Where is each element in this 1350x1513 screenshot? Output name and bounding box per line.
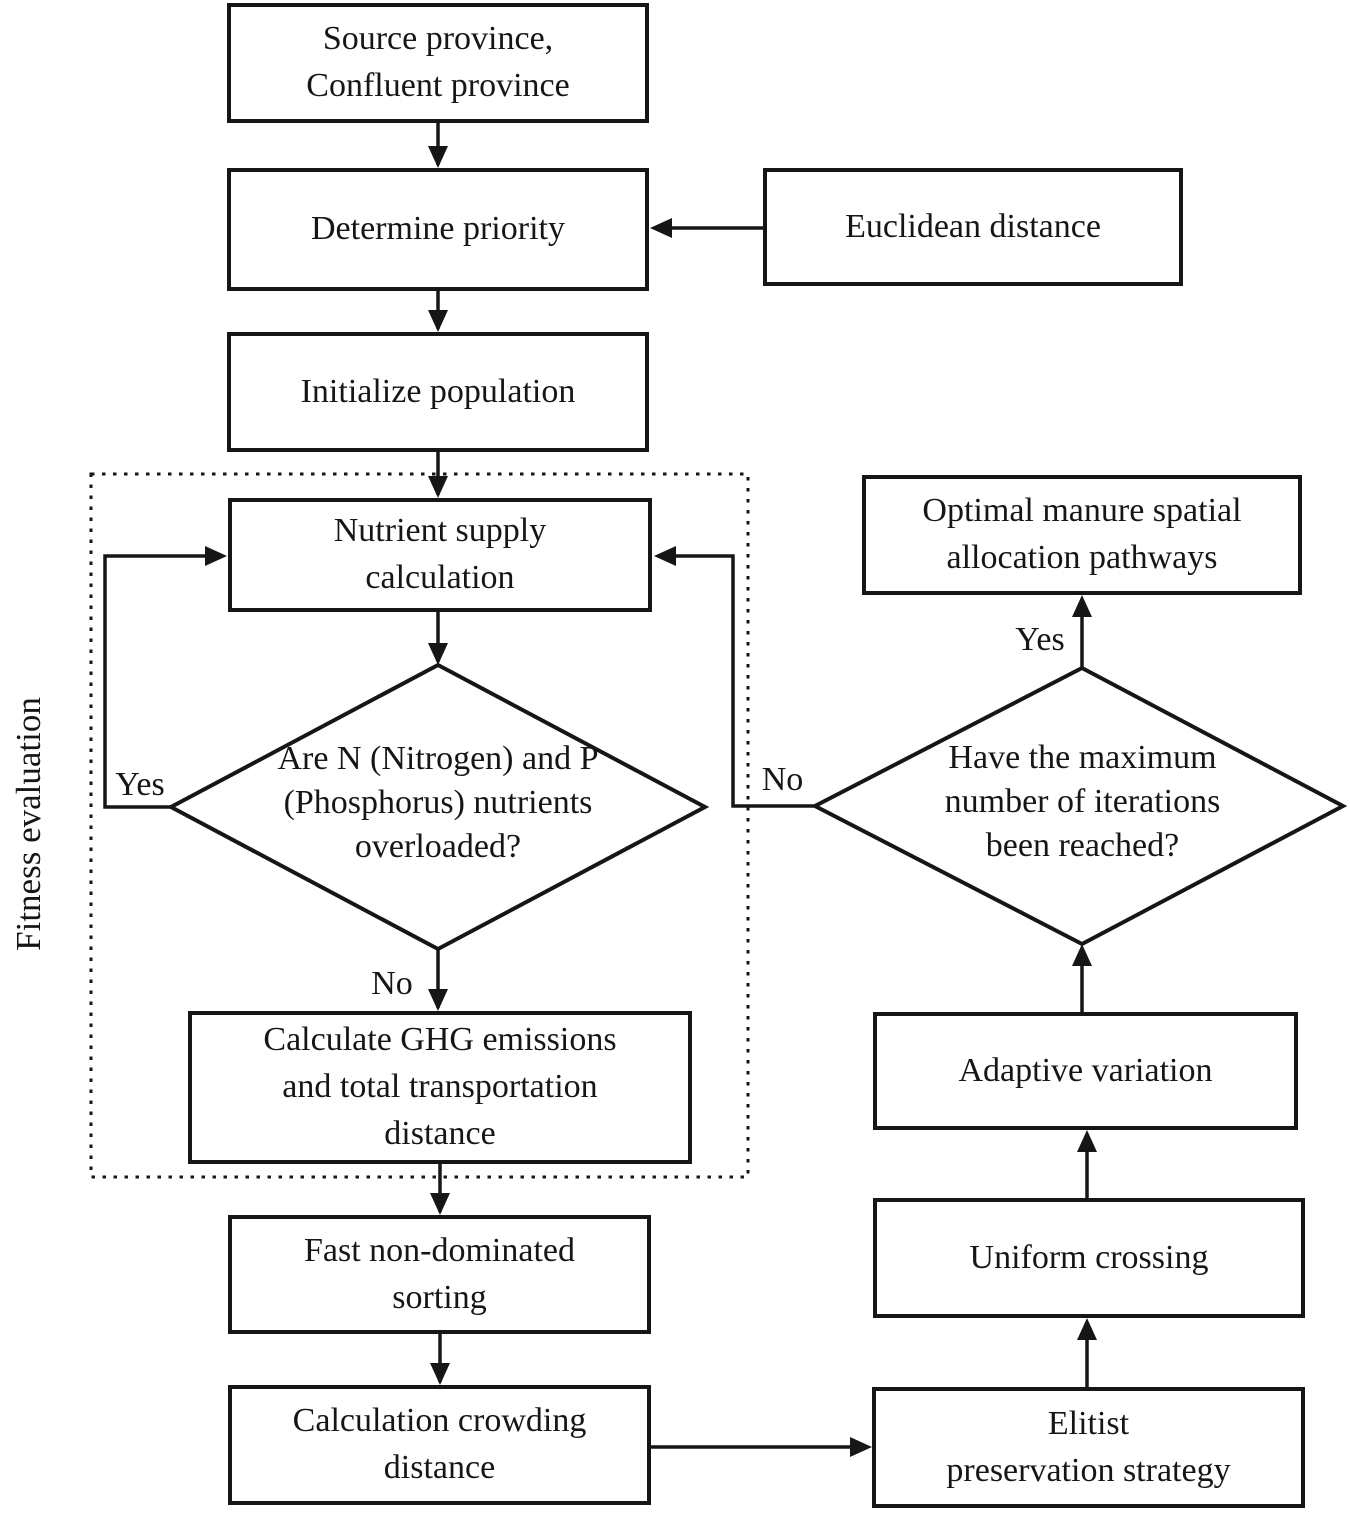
arrowhead-ghg-fast <box>430 1193 450 1215</box>
node-elitist-preservation-strategy: Elitist preservation strategy <box>872 1387 1305 1508</box>
fitness-evaluation-caption: Fitness evaluation <box>9 697 48 951</box>
node-fast-non-dominated-sorting: Fast non-dominated sorting <box>228 1215 651 1334</box>
overload-decision-label: Are N (Nitrogen) and P (Phosphorus) nutr… <box>277 740 599 866</box>
node-source-province: Source province, Confluent province <box>227 3 649 123</box>
node-determine-priority: Determine priority <box>227 168 649 291</box>
iterations-no-label: No <box>761 761 804 798</box>
arrowhead-iterations-optimal <box>1072 595 1092 617</box>
arrowhead-determine-initialize <box>428 310 448 332</box>
arrowhead-euclidean-determine <box>650 218 672 238</box>
fitness-evaluation-dotted-frame <box>89 472 750 1179</box>
overload-yes-label: Yes <box>115 766 165 803</box>
arrowhead-adaptive-iterations <box>1072 944 1092 966</box>
arrowhead-source-determine <box>428 146 448 168</box>
node-optimal-manure-pathways: Optimal manure spatial allocation pathwa… <box>862 475 1302 595</box>
iterations-yes-label: Yes <box>1015 621 1065 658</box>
arrowhead-initialize-nutrient <box>428 476 448 498</box>
edge-iterations-nutrient-no <box>660 554 815 808</box>
arrowhead-overload-ghg <box>428 989 448 1011</box>
arrowhead-uniform-adaptive <box>1077 1130 1097 1152</box>
node-euclidean-distance: Euclidean distance <box>763 168 1183 286</box>
arrowhead-nutrient-overload <box>428 643 448 665</box>
node-calculate-ghg-emissions: Calculate GHG emissions and total transp… <box>188 1011 692 1164</box>
arrowhead-elitist-uniform <box>1077 1318 1097 1340</box>
overload-decision-diamond <box>166 662 710 952</box>
arrowhead-fast-crowding <box>430 1363 450 1385</box>
arrowhead-no-loop-nutrient <box>654 546 676 566</box>
node-nutrient-supply-calculation: Nutrient supply calculation <box>228 498 652 612</box>
overload-no-label: No <box>371 965 413 1002</box>
arrowhead-crowding-elitist <box>850 1437 872 1457</box>
iterations-decision-label: Have the maximum number of iterations be… <box>944 739 1221 865</box>
node-calculation-crowding-distance: Calculation crowding distance <box>228 1385 651 1505</box>
node-initialize-population: Initialize population <box>227 332 649 452</box>
node-adaptive-variation: Adaptive variation <box>873 1012 1298 1130</box>
arrowhead-yes-loop-nutrient <box>205 546 227 566</box>
node-uniform-crossing: Uniform crossing <box>873 1198 1305 1318</box>
edge-overload-nutrient-yes <box>103 554 206 809</box>
